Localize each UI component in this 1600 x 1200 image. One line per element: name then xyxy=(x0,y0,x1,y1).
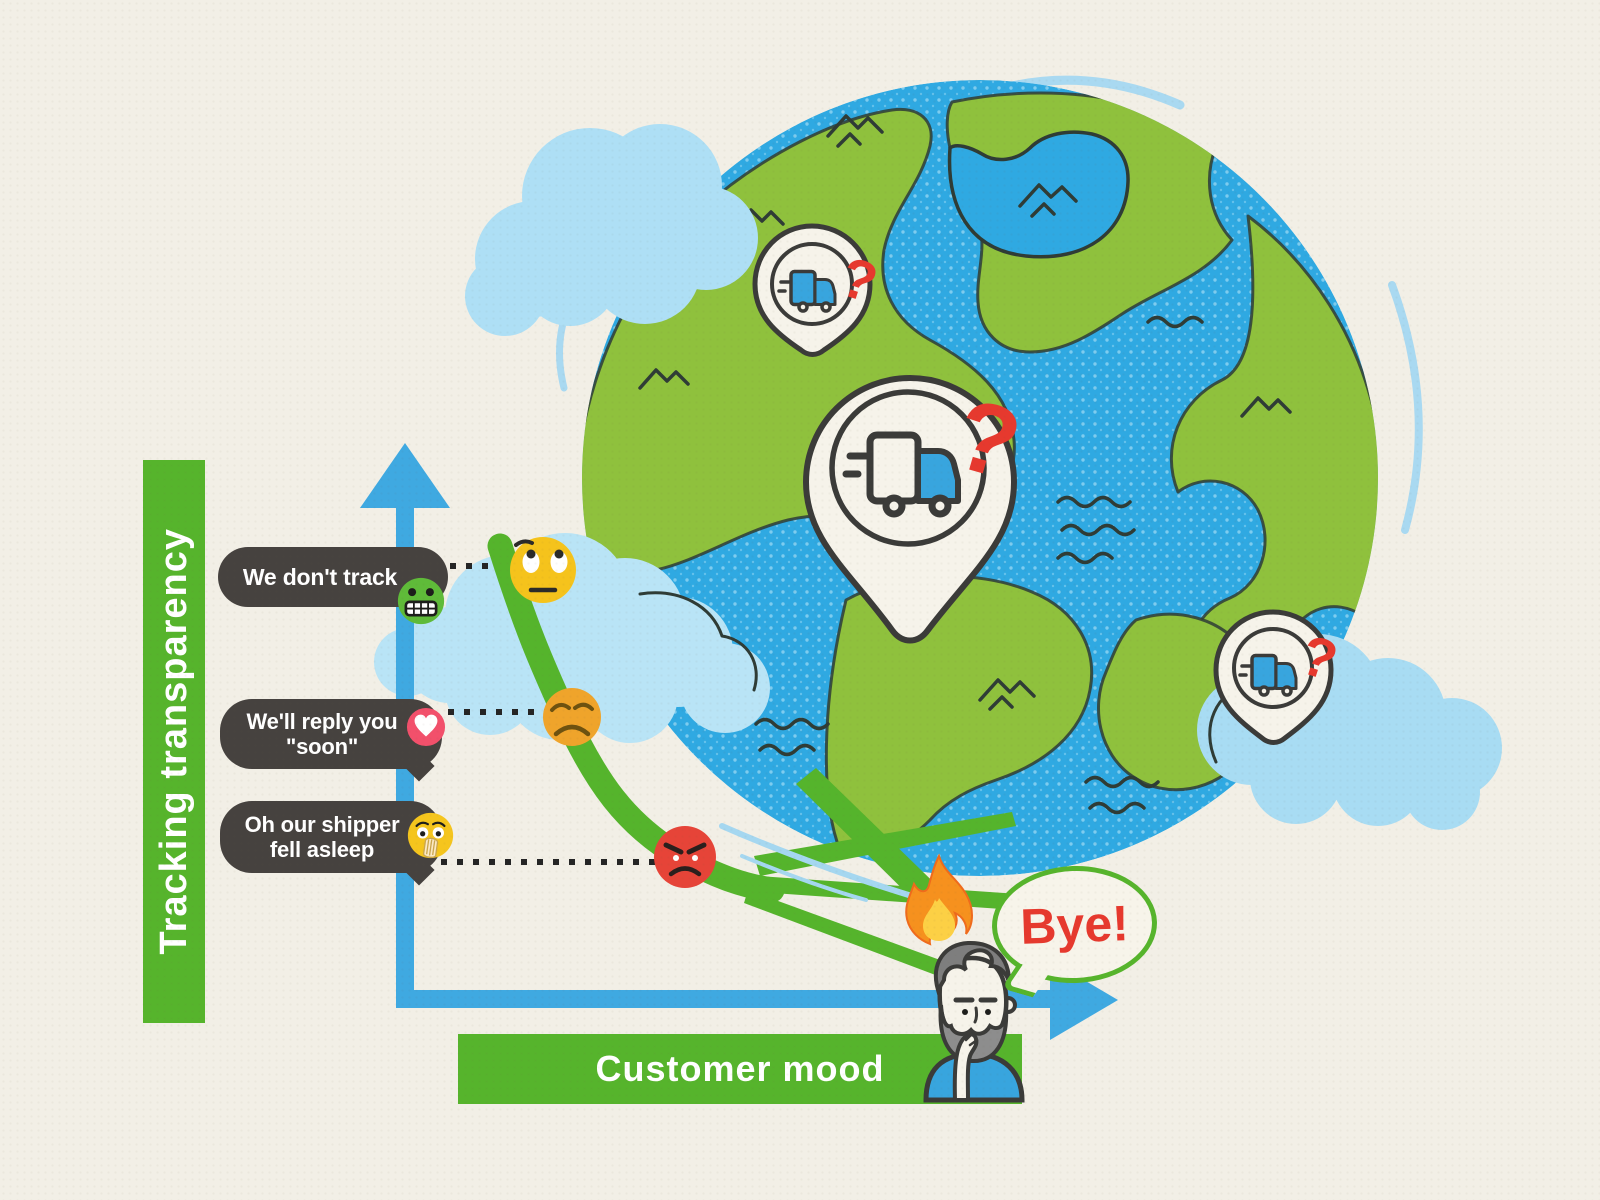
callout-text: fell asleep xyxy=(269,837,375,862)
x-axis-arrow xyxy=(396,960,1118,1040)
wave-icons xyxy=(754,315,1204,815)
bye-text: Bye! xyxy=(1019,894,1130,955)
mood-decline-curve xyxy=(487,533,1018,982)
map-pin-top: ? xyxy=(752,223,885,357)
swoosh-line xyxy=(719,823,935,905)
callout-text: We'll reply you xyxy=(246,708,398,734)
grimacing-face-icon xyxy=(397,577,445,625)
callout-text: "soon" xyxy=(285,734,359,759)
cloud-top-left xyxy=(465,124,758,336)
map-pin-center: ? xyxy=(802,374,1032,644)
callout-shipper-asleep: Oh our shipper fell asleep xyxy=(220,801,442,886)
mountain-icons xyxy=(638,114,1292,711)
callout-text: We don't track xyxy=(242,563,398,590)
callout-reply-soon: We'll reply you "soon" xyxy=(220,699,442,782)
disappointed-face-icon xyxy=(543,688,601,746)
x-axis-label: Customer mood xyxy=(595,1048,885,1089)
x-axis-label-bar: Customer mood xyxy=(458,1034,1022,1104)
y-axis-label-bar: Tracking transparency xyxy=(143,460,205,1023)
hand-over-mouth-face-icon xyxy=(407,812,454,859)
eye-rolling-face-icon xyxy=(510,537,576,603)
heart-like-icon xyxy=(406,707,446,747)
angry-face-icon xyxy=(654,826,716,888)
callout-text: Oh our shipper xyxy=(244,811,400,837)
globe-inlet-sea xyxy=(947,130,1130,259)
y-axis-label: Tracking transparency xyxy=(152,528,195,955)
fire-icon xyxy=(905,853,973,946)
dotted-connectors xyxy=(425,563,655,865)
map-pin-right: ? xyxy=(1213,609,1345,745)
